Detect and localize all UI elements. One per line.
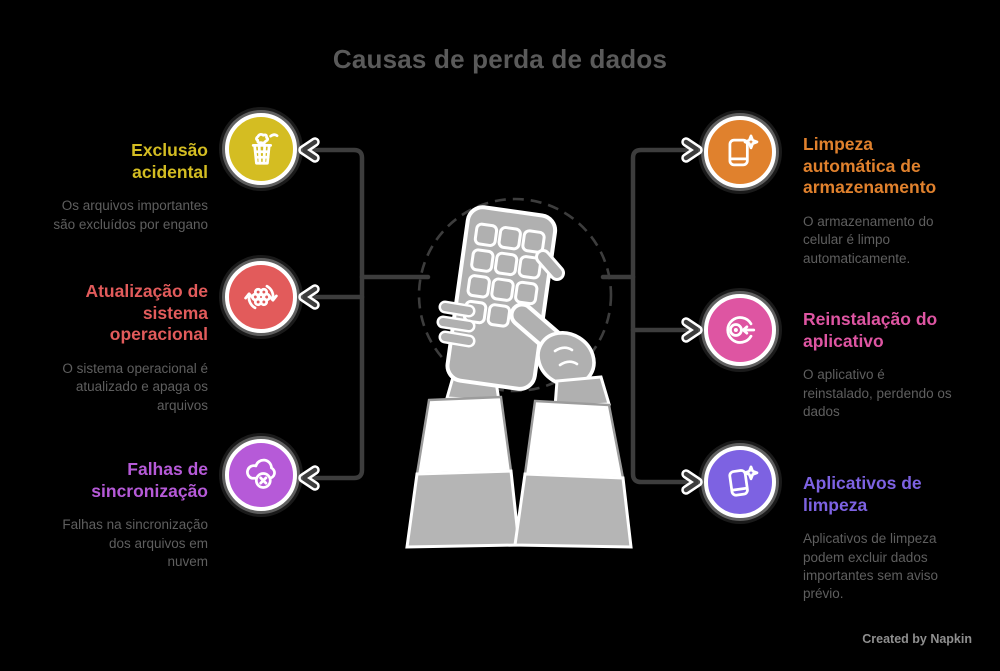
hands-phone-illustration xyxy=(405,197,633,549)
item-description: Falhas na sincronização dos arquivos em … xyxy=(62,517,208,570)
cause-item-falhas-sincronizacao: Falhas de sincronização Falhas na sincro… xyxy=(18,459,208,571)
item-description: Aplicativos de limpeza podem excluir dad… xyxy=(803,531,939,602)
cleaner-app-badge xyxy=(704,446,776,518)
item-description: Os arquivos importantes são excluídos po… xyxy=(53,198,208,232)
arrowheads xyxy=(300,139,701,493)
trash-bin-icon xyxy=(251,133,279,165)
app-reinstall-icon xyxy=(726,316,756,344)
page-title: Causas de perda de dados xyxy=(332,44,668,74)
item-title: Atualização de sistema operacional xyxy=(85,281,208,345)
dashed-circle xyxy=(417,197,613,393)
arrowhead-outlines xyxy=(298,137,703,495)
item-title: Falhas de sincronização xyxy=(91,459,208,501)
system-update-icon xyxy=(244,284,278,310)
app-grid xyxy=(462,222,546,328)
cause-item-aplicativos-limpeza: Aplicativos de limpeza Aplicativos de li… xyxy=(803,473,1000,604)
cloud-sync-error-badge xyxy=(225,439,297,511)
item-title: Exclusão acidental xyxy=(131,140,208,182)
app-reinstall-badge xyxy=(704,294,776,366)
item-description: O sistema operacional é atualizado e apa… xyxy=(62,361,208,413)
watermark: Created by Napkin xyxy=(862,632,972,646)
shirt-cuffs xyxy=(415,395,625,480)
smartphone xyxy=(445,205,558,391)
cause-item-exclusao-acidental: Exclusão acidental Os arquivos important… xyxy=(18,140,208,234)
holding-fingers xyxy=(436,249,565,348)
item-title: Limpeza automática de armazenamento xyxy=(803,134,937,198)
system-update-badge xyxy=(225,261,297,333)
cloud-sync-error-icon xyxy=(246,458,276,489)
cause-item-atualizacao-sistema: Atualização de sistema operacional O sis… xyxy=(18,281,208,415)
item-description: O armazenamento do celular é limpo autom… xyxy=(803,214,934,266)
cause-item-limpeza-automatica: Limpeza automática de armazenamento O ar… xyxy=(803,134,1000,268)
sleeves xyxy=(405,469,633,549)
item-title: Aplicativos de limpeza xyxy=(803,473,922,515)
trash-bin-badge xyxy=(225,113,297,185)
cause-item-reinstalacao-aplicativo: Reinstalação do aplicativo O aplicativo … xyxy=(803,309,1000,421)
storage-clean-icon xyxy=(728,134,759,167)
item-description: O aplicativo é reinstalado, perdendo os … xyxy=(803,367,952,420)
storage-clean-badge xyxy=(704,116,776,188)
cleaner-app-icon xyxy=(728,465,759,497)
item-title: Reinstalação do aplicativo xyxy=(803,309,938,351)
